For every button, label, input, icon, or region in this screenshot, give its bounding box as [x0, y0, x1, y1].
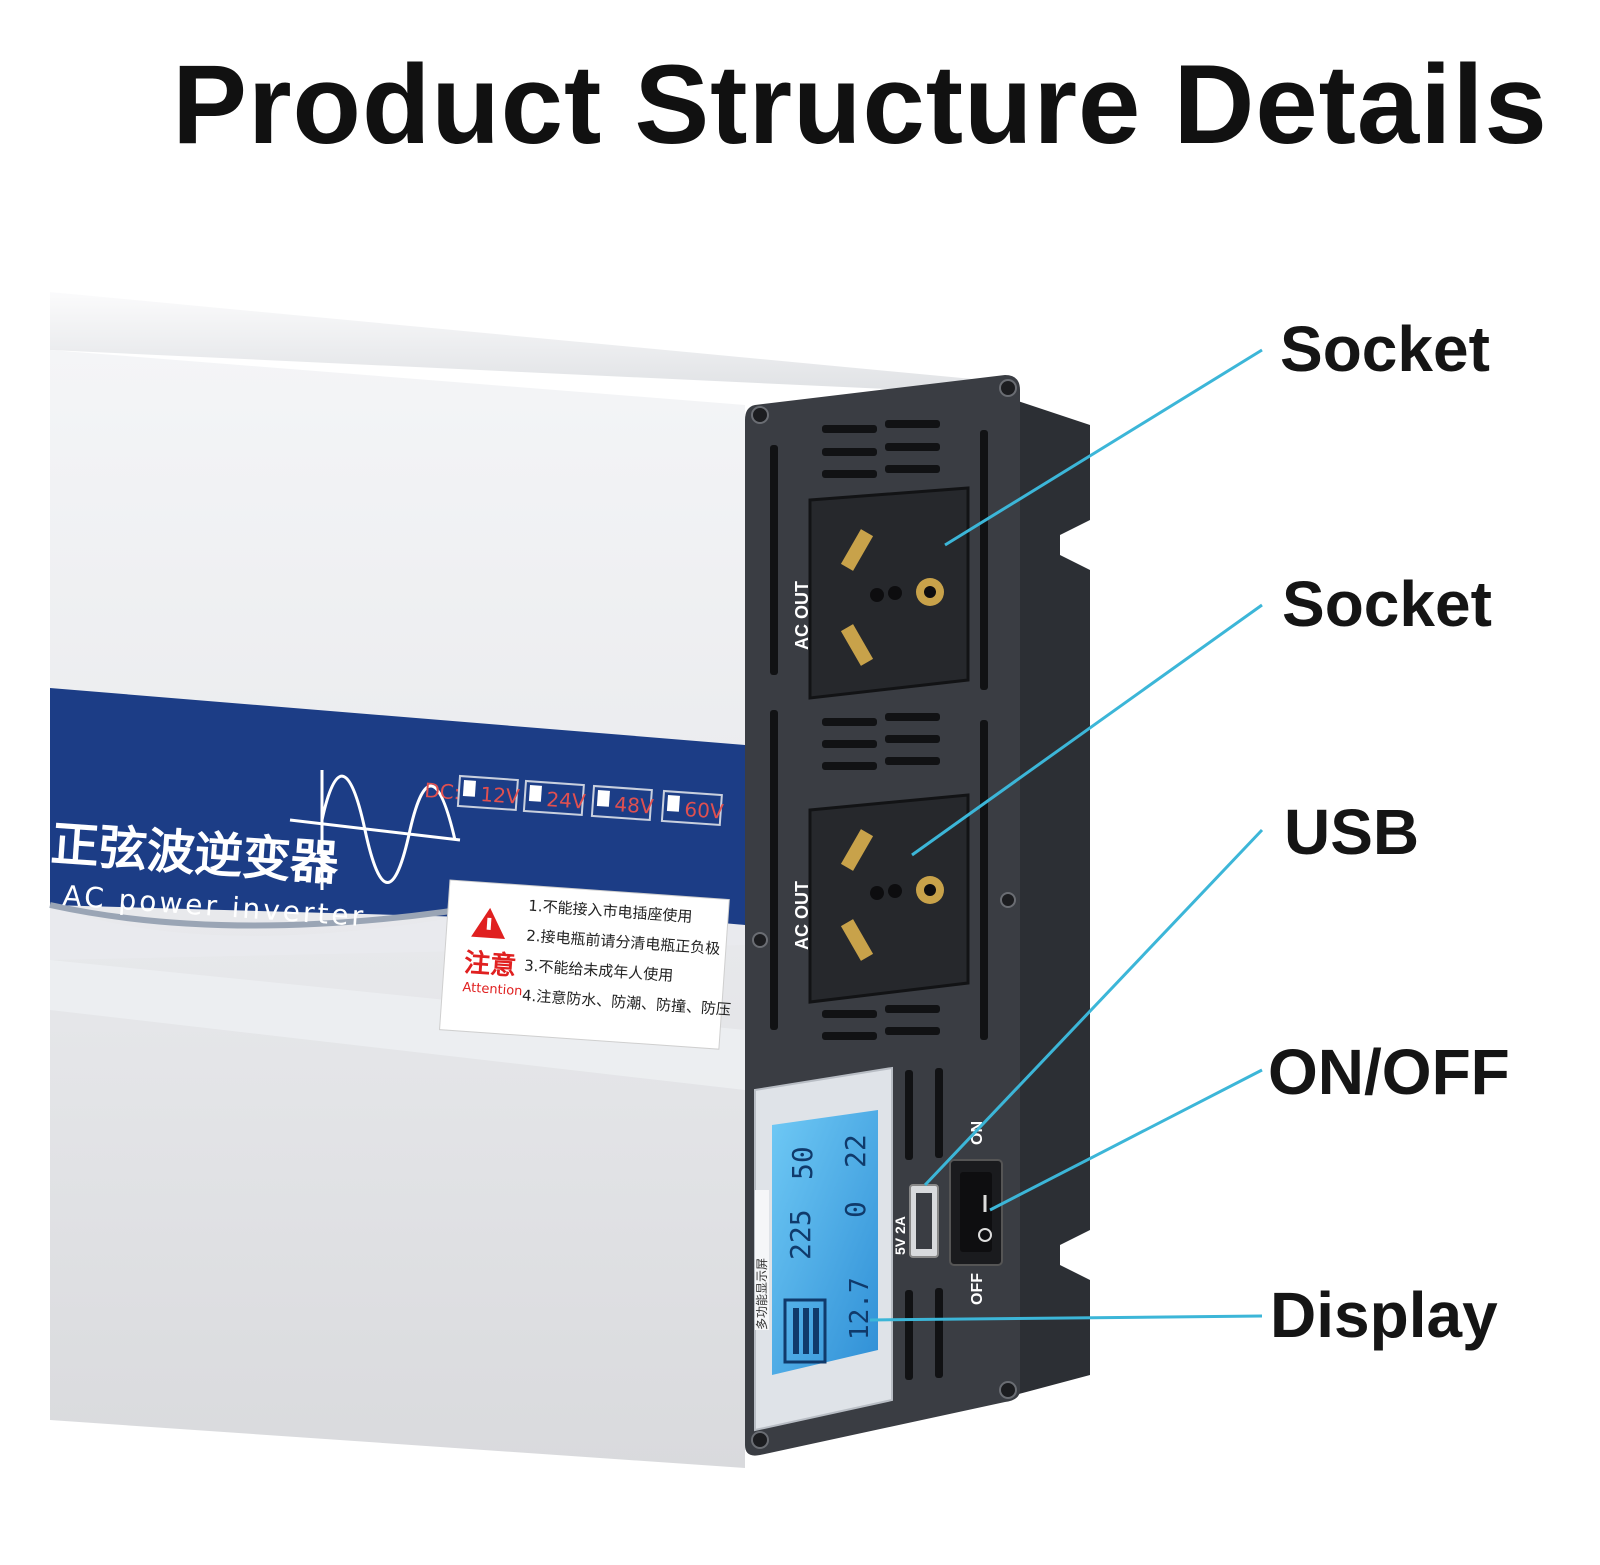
callout-on-off: ON/OFF: [1268, 1036, 1510, 1108]
label-band: [50, 688, 745, 925]
page-title: Product Structure Details: [172, 42, 1548, 167]
leader-switch: [989, 1068, 1263, 1212]
lcd-value-power: 0: [839, 1201, 872, 1218]
dc-option-60v: 60V: [684, 797, 725, 824]
warning-sticker: 注意 Attention 1.不能接入市电插座使用 2.接电瓶前请分清电瓶正负极…: [439, 879, 732, 1050]
leader-display: [869, 1314, 1263, 1322]
callout-socket-bottom: Socket: [1282, 568, 1492, 640]
leader-socket-top: [944, 348, 1263, 547]
leader-socket-bottom: [911, 603, 1263, 857]
usb-port[interactable]: [909, 1184, 939, 1258]
lcd-value-frequency: 50: [786, 1146, 819, 1180]
case-top: [50, 292, 1015, 395]
leader-usb: [923, 828, 1264, 1187]
callout-leaders: [869, 348, 1264, 1322]
lcd-value-voltage-out: 225: [784, 1209, 817, 1260]
dc-voltage-options: DC: 12V 24V 48V 60V: [424, 774, 725, 827]
dc-option-48v: 48V: [614, 792, 655, 819]
display-caption: 多功能显示屏: [755, 1258, 769, 1330]
vent-slots: [770, 420, 988, 1380]
ac-socket-top: [808, 486, 970, 700]
battery-icon: [783, 1298, 827, 1364]
warning-subtitle: Attention: [462, 980, 523, 999]
usb-label: 5V 2A: [892, 1216, 908, 1255]
dc-option-12v: 12V: [480, 782, 521, 809]
callout-socket-top: Socket: [1280, 313, 1490, 385]
callout-display: Display: [1270, 1279, 1498, 1351]
switch-off-label: OFF: [969, 1273, 986, 1305]
lcd-value-temperature: 22: [839, 1134, 872, 1168]
power-switch[interactable]: [949, 1159, 1003, 1266]
dc-option-24v: 24V: [546, 787, 587, 814]
dc-label: DC:: [424, 778, 462, 804]
lcd-display: 225 50 0 22 12.7: [754, 1066, 893, 1432]
ac-socket-bottom: [808, 793, 970, 1004]
sine-wave-icon: [289, 770, 461, 890]
lcd-value-battery: 12.7: [845, 1277, 875, 1340]
ac-out-label-bottom: AC OUT: [792, 881, 812, 950]
ac-out-label-top: AC OUT: [792, 581, 812, 650]
mounting-bracket: [1015, 400, 1090, 1395]
callout-usb: USB: [1284, 796, 1420, 868]
switch-off-symbol-icon: [978, 1228, 992, 1242]
warning-title: 注意: [463, 947, 517, 982]
